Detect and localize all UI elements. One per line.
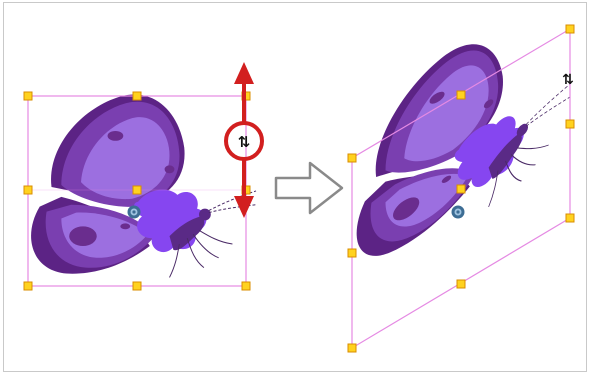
control-point-bottom-left[interactable] (347, 343, 357, 353)
control-point-bottom-right[interactable] (241, 281, 251, 291)
control-point-center[interactable] (132, 185, 142, 195)
skew-cursor-symbol: ⇅ (238, 133, 251, 151)
skewed-butterfly-group: ⇅ (347, 0, 575, 353)
control-point-top-center[interactable] (132, 91, 142, 101)
control-point-bottom-left[interactable] (23, 281, 33, 291)
control-point-bottom-right[interactable] (565, 213, 575, 223)
pivot-point-icon (127, 205, 141, 219)
control-point-top-left[interactable] (23, 91, 33, 101)
control-point-middle-left[interactable] (347, 248, 357, 258)
butterfly-image (30, 93, 257, 278)
control-point-bottom-center[interactable] (132, 281, 142, 291)
control-point-bottom-center[interactable] (456, 279, 466, 289)
control-point-center[interactable] (456, 184, 466, 194)
vertical-skew-arrow-icon: ⇅ (224, 62, 264, 218)
control-point-middle-left[interactable] (23, 185, 33, 195)
control-point-top-left[interactable] (347, 153, 357, 163)
pivot-point-icon (451, 205, 465, 219)
right-arrow-icon (274, 161, 344, 215)
control-point-middle-right[interactable] (565, 119, 575, 129)
control-point-top-right[interactable] (565, 24, 575, 34)
skewed-control-points[interactable] (347, 24, 575, 353)
control-point-top-center[interactable] (456, 90, 466, 100)
skew-cursor-symbol-small: ⇅ (562, 72, 574, 88)
original-butterfly-group: ⇅ (23, 62, 264, 291)
